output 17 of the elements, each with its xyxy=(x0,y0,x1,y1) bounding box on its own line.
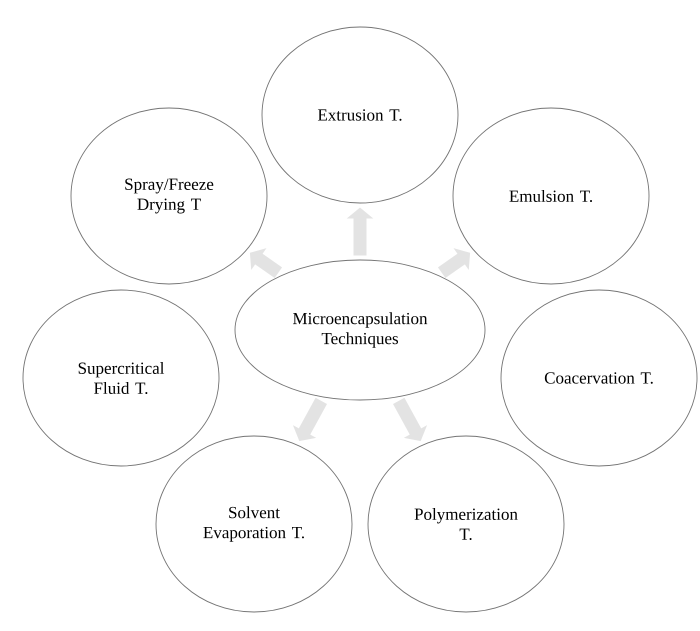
ellipse xyxy=(22,290,220,466)
node-label: Microencapsulation Techniques xyxy=(292,312,428,348)
node-label: Solvent Evaporation T. xyxy=(203,506,304,542)
node-label: Extrusion T. xyxy=(318,109,402,121)
ellipse xyxy=(262,26,458,204)
ellipse xyxy=(452,108,650,284)
node-label: Emulsion T. xyxy=(509,190,592,202)
node-label: Supercritical Fluid T. xyxy=(78,362,164,394)
ellipse xyxy=(368,436,564,612)
ellipse xyxy=(234,260,486,400)
ellipse xyxy=(500,290,698,466)
node-label: Polymerization T. xyxy=(414,508,518,540)
node-label: Coacervation T. xyxy=(544,372,653,384)
node-label: Spray/Freeze Drying T xyxy=(125,178,214,214)
ellipse xyxy=(70,108,268,284)
ellipse xyxy=(156,436,352,612)
block-arrow xyxy=(438,248,470,278)
